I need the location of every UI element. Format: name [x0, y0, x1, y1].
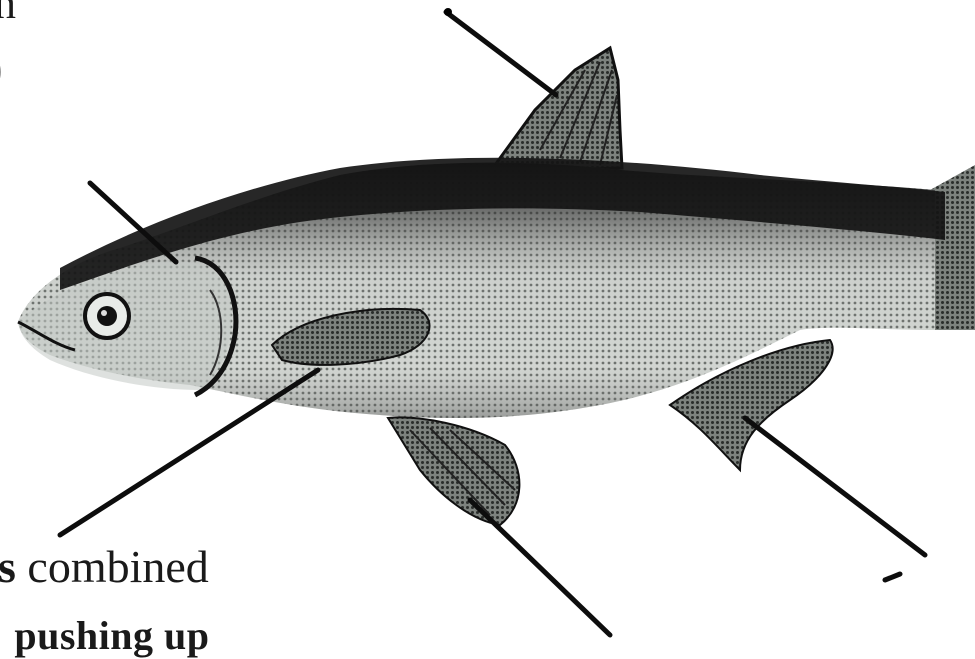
leader-pelvic	[470, 500, 610, 635]
text-fragment-bold: s	[0, 541, 16, 592]
text-fragment-paren: )	[0, 38, 3, 96]
leader-mark	[885, 574, 900, 580]
leader-pectoral	[60, 370, 318, 535]
tail-fin	[930, 165, 975, 330]
fish-diagram: n ) s combined : pushing up	[0, 0, 975, 645]
text-fragment-top: n	[0, 0, 16, 29]
text-fragment-rest: combined	[16, 541, 209, 592]
text-fragment-pushing: : pushing up	[0, 612, 209, 659]
text-fragment-combined: s combined	[0, 540, 209, 593]
leader-dorsal	[446, 12, 556, 95]
leader-anal	[745, 418, 925, 555]
